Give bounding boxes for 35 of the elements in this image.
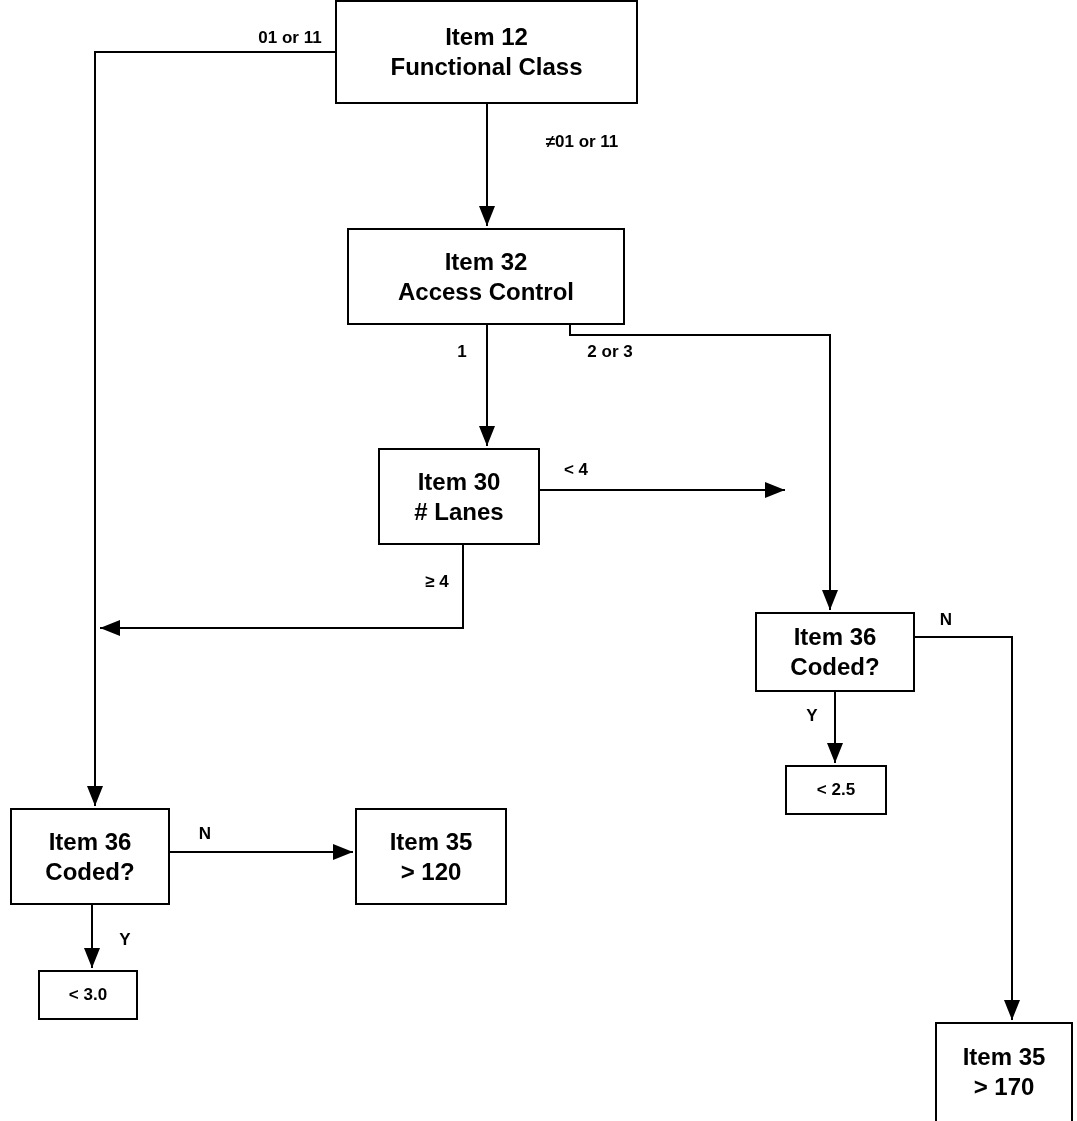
node-text: Item 36 <box>793 622 877 652</box>
node-text: Item 32 <box>444 246 528 277</box>
node-text: > 170 <box>973 1072 1035 1102</box>
arrow <box>87 51 336 807</box>
process-box <box>755 612 915 692</box>
process-box <box>378 448 540 545</box>
node-text: Coded? <box>790 652 880 682</box>
node-text: > 120 <box>400 856 462 887</box>
arrow <box>827 691 843 764</box>
node-text: Item 36 <box>48 826 132 857</box>
process-box <box>355 808 507 905</box>
arrow <box>539 482 786 498</box>
node-text: Item 35 <box>962 1042 1046 1072</box>
arrow <box>99 544 464 636</box>
arrow <box>914 636 1020 1021</box>
arrow <box>169 844 354 860</box>
arrow <box>569 324 838 611</box>
arrow <box>479 324 495 447</box>
node-text: < 2.5 <box>816 779 856 801</box>
process-box <box>10 808 170 905</box>
process-box <box>785 765 887 815</box>
node-text: Functional Class <box>390 52 583 82</box>
arrow <box>479 103 495 227</box>
process-box <box>38 970 138 1020</box>
node-text: Coded? <box>45 856 135 887</box>
process-box <box>347 228 625 325</box>
node-text: < 3.0 <box>68 984 108 1006</box>
arrow <box>84 904 100 969</box>
node-text: Access Control <box>397 276 575 307</box>
process-box <box>935 1022 1073 1121</box>
node-text: Item 35 <box>389 826 473 857</box>
node-text: Item 12 <box>445 22 528 52</box>
process-box <box>335 0 638 104</box>
node-text: Item 30 <box>417 466 501 497</box>
node-text: # Lanes <box>414 496 504 527</box>
